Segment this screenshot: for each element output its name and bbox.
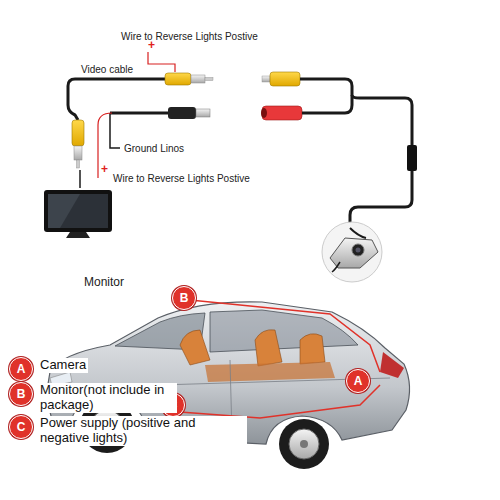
legend-entry: A Camera <box>9 357 88 381</box>
cable-module <box>407 145 417 171</box>
callout-letter: B <box>9 382 33 406</box>
callout-description: Power supply (positive and negative ligh… <box>38 416 247 446</box>
camera-cable <box>352 95 412 145</box>
wire-label: Wire to Reverse Lights Postive <box>120 31 259 42</box>
callout-description: Monitor(not include in package) <box>38 383 177 413</box>
polarity-sign: + <box>147 39 156 52</box>
red-wire <box>98 113 112 178</box>
monitor-wire <box>190 300 380 372</box>
callout-marker: B <box>172 286 196 310</box>
monitor-drawing <box>44 190 112 238</box>
callout-letter: A <box>9 357 33 381</box>
callout-letter: C <box>9 415 33 439</box>
rca-plug <box>72 120 84 168</box>
camera-drawing <box>322 222 382 282</box>
callout-letter: B <box>172 286 196 310</box>
rca-plug <box>165 73 213 85</box>
callout-marker: A <box>346 369 370 393</box>
wire-label: Monitor <box>83 276 125 289</box>
callout-letter: A <box>346 369 370 393</box>
wire-label: Video cable <box>80 64 134 75</box>
rca-socket <box>262 72 300 86</box>
dc-plug <box>168 107 210 119</box>
legend-entry: BMonitor(not include in package) <box>9 382 177 413</box>
ground-wire <box>110 113 120 148</box>
power-cable <box>110 112 168 115</box>
dc-socket <box>261 106 302 120</box>
callout-description: Camera <box>38 358 88 373</box>
legend-entry: CPower supply (positive and negative lig… <box>9 415 247 446</box>
wire-label: Ground Linos <box>123 143 185 154</box>
red-wire <box>148 52 175 72</box>
polarity-sign: + <box>100 163 109 176</box>
wire-label: Wire to Reverse Lights Postive <box>112 173 251 184</box>
